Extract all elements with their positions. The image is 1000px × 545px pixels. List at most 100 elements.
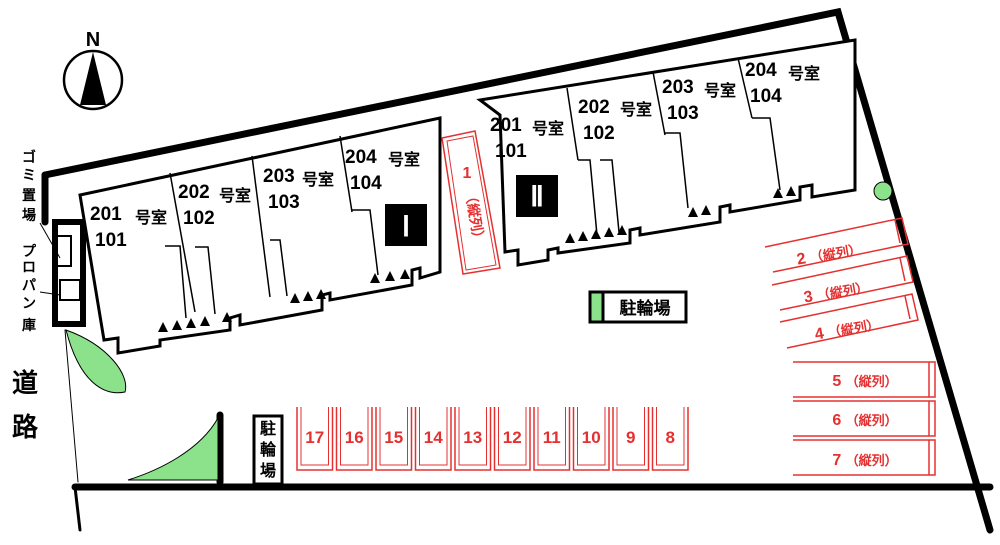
svg-text:104: 104: [750, 86, 782, 107]
parking-space-10: 10: [572, 407, 610, 471]
svg-text:201: 201: [490, 115, 522, 136]
parking-space-number: 12: [503, 428, 522, 447]
parking-space-number: 9: [626, 428, 635, 447]
parking-tandem-2: 2 （縦列）: [764, 217, 909, 273]
svg-text:203: 203: [263, 166, 295, 187]
parking-tandem-3: 3 （縦列）: [771, 255, 914, 311]
parking-space-number: 13: [463, 428, 482, 447]
building-2-mark: Ⅱ: [530, 181, 544, 212]
compass-north-icon: N: [62, 29, 124, 111]
unit-label: 202 102 号室: [178, 182, 251, 229]
svg-text:6 （縦列）: 6 （縦列）: [832, 412, 897, 429]
svg-text:ン: ン: [22, 295, 36, 311]
building-1-entrances: [158, 269, 410, 332]
svg-text:パ: パ: [22, 277, 36, 293]
unit-label: 201 101 号室: [90, 204, 167, 251]
svg-text:201: 201: [90, 204, 122, 225]
unit-label: 201 101 号室: [490, 115, 564, 162]
building-1-mark-box: [385, 204, 427, 246]
parking-space-13: 13: [454, 407, 492, 471]
svg-text:庫: 庫: [22, 317, 36, 333]
svg-text:202: 202: [178, 182, 210, 203]
site-boundary: [41, 7, 994, 534]
green-lawn-bottom: [127, 416, 219, 481]
svg-text:3 （縦列）: 3 （縦列）: [803, 279, 870, 307]
bicycle-parking-2: 駐 輪 場: [252, 414, 284, 486]
north-label: N: [86, 29, 100, 51]
bicycle-parking-2-label: 駐 輪 場: [260, 419, 277, 480]
building-1-unit-labels: 201 101 号室 202 102 号室 203 103 号室 204 104…: [90, 147, 420, 251]
svg-text:号室: 号室: [302, 170, 334, 189]
svg-text:5 （縦列）: 5 （縦列）: [832, 373, 897, 390]
propane-storage-label: プ ロ パ ン 庫: [22, 243, 37, 333]
parking-space-number: 16: [345, 428, 364, 447]
parking-space-number: 11: [543, 428, 561, 447]
unit-label: 203 103 号室: [263, 166, 334, 213]
svg-text:7 （縦列）: 7 （縦列）: [832, 452, 897, 469]
svg-text:場: 場: [260, 462, 276, 480]
svg-text:号室: 号室: [135, 208, 167, 227]
svg-text:号室: 号室: [219, 186, 251, 205]
building-2-mark-box: [516, 175, 558, 217]
svg-text:ゴ: ゴ: [22, 149, 36, 165]
parking-space-14: 14: [414, 407, 452, 471]
parking-space-number: 8: [666, 428, 675, 447]
building-1: [78, 116, 442, 355]
svg-text:101: 101: [495, 141, 527, 162]
svg-text:101: 101: [95, 230, 127, 251]
building-2-entrances: [565, 186, 796, 243]
green-lawn-left: [65, 329, 127, 394]
parking-space-12: 12: [493, 407, 531, 471]
garbage-area-label: ゴ ミ 置 場: [22, 149, 36, 223]
garbage-propane-enclosure: [39, 219, 86, 327]
svg-text:103: 103: [268, 192, 300, 213]
svg-text:駐: 駐: [260, 419, 276, 438]
parking-space-number: 15: [384, 428, 403, 447]
svg-text:204: 204: [345, 147, 377, 168]
tree-icon: [873, 181, 893, 201]
svg-text:2 （縦列）: 2 （縦列）: [796, 241, 863, 269]
svg-text:104: 104: [350, 173, 382, 194]
parking-tandem-5: 5 （縦列）: [793, 361, 936, 398]
green-areas: [65, 181, 893, 481]
svg-text:路: 路: [12, 412, 39, 442]
parking-space-16: 16: [335, 407, 373, 471]
parking-1-number: 1: [463, 165, 472, 182]
parking-space-1: 1 （縦列）: [441, 130, 501, 275]
svg-text:号室: 号室: [620, 100, 652, 119]
svg-text:102: 102: [183, 208, 215, 229]
svg-text:輪: 輪: [260, 440, 277, 459]
parking-space-11: 11: [533, 407, 571, 471]
parking-space-9: 9: [612, 407, 650, 471]
svg-text:4 （縦列）: 4 （縦列）: [814, 316, 881, 344]
building-2-unit-labels: 201 101 号室 202 102 号室 203 103 号室 204 104…: [490, 60, 820, 162]
parking-space-15: 15: [375, 407, 413, 471]
svg-text:103: 103: [667, 103, 699, 124]
svg-text:道: 道: [12, 368, 38, 398]
svg-text:号室: 号室: [388, 150, 420, 169]
svg-text:204: 204: [745, 60, 777, 81]
svg-text:プ: プ: [22, 243, 37, 259]
parking-space-17: 17: [296, 407, 334, 471]
parking-space-number: 17: [305, 428, 324, 447]
unit-label: 204 104 号室: [745, 60, 820, 107]
svg-text:場: 場: [22, 207, 36, 223]
parking-space-number: 14: [424, 428, 443, 447]
svg-text:置: 置: [22, 187, 36, 203]
parking-space-8: 8: [651, 407, 689, 471]
parking-tandem-7: 7 （縦列）: [793, 439, 936, 476]
svg-text:ロ: ロ: [22, 259, 36, 275]
unit-label: 203 103 号室: [662, 77, 736, 124]
svg-text:号室: 号室: [532, 119, 564, 138]
svg-text:号室: 号室: [788, 64, 820, 83]
parking-tandem-6: 6 （縦列）: [793, 400, 936, 437]
road-label: 道 路: [12, 368, 39, 442]
parking-space-number: 10: [582, 428, 601, 447]
parking-tandem-4: 4 （縦列）: [779, 293, 919, 349]
svg-text:203: 203: [662, 77, 694, 98]
unit-label: 204 104 号室: [345, 147, 420, 194]
parking-row: 17 16 15 14 13 12 11 10 9 8: [296, 407, 689, 471]
bicycle-parking-1: 駐輪場: [588, 290, 688, 324]
svg-text:ミ: ミ: [22, 167, 36, 183]
